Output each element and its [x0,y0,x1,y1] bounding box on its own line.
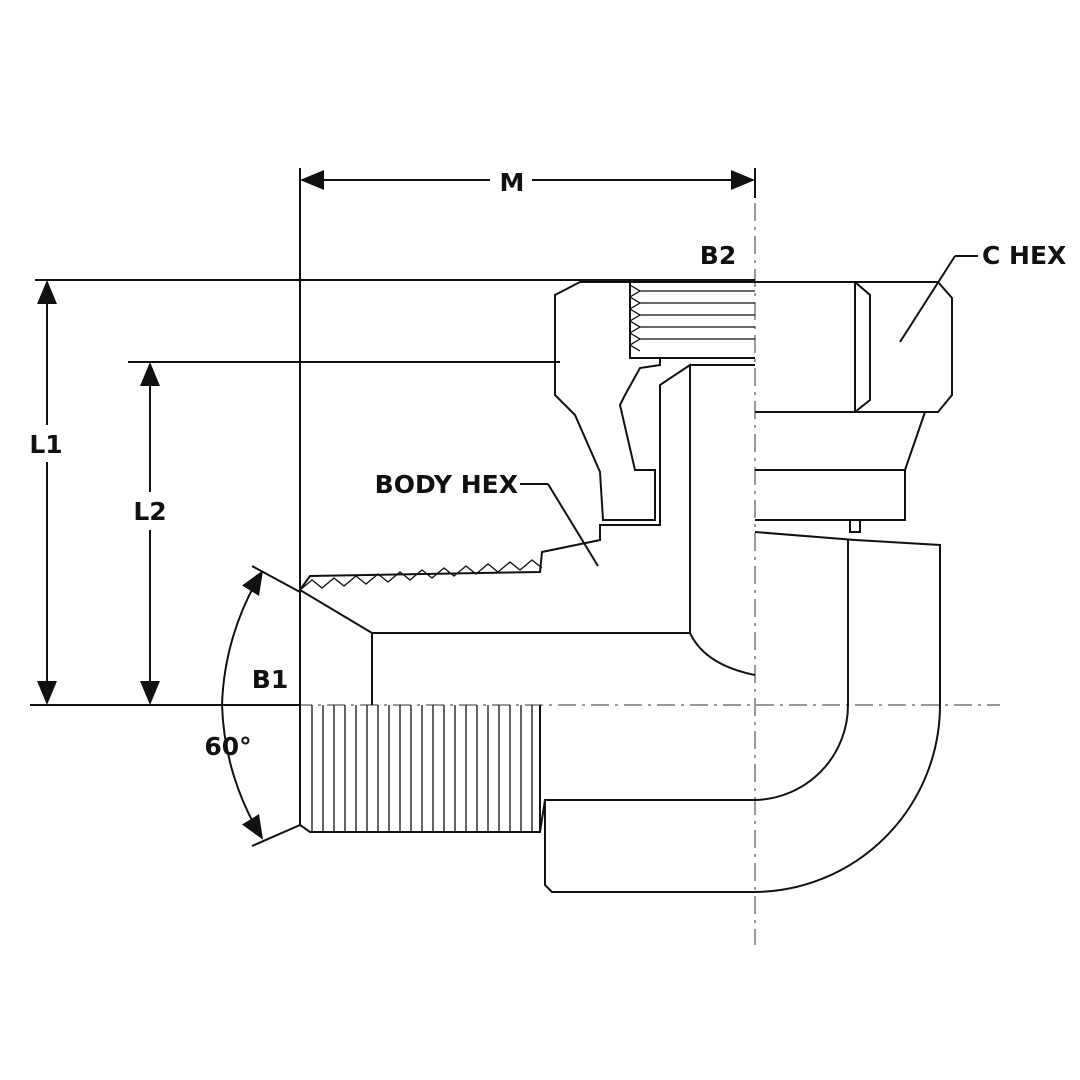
body-exterior [754,531,941,893]
label-l2: L2 [133,497,166,526]
swivel-nut-section [554,281,755,521]
label-b1: B1 [252,665,288,694]
label-b2: B2 [700,241,736,270]
dimension-m [299,168,756,705]
leaders [520,255,978,567]
label-l1: L1 [29,430,62,459]
thread-lines [311,705,533,832]
center-lines [30,170,1000,945]
dimension-l1 [30,279,755,706]
body-section [298,363,756,705]
angle-dimension [221,565,301,847]
label-body-hex: BODY HEX [375,470,518,499]
dimension-l2 [128,361,560,705]
label-angle: 60° [204,732,251,761]
male-thread-exterior [299,705,755,893]
label-c-hex: C HEX [982,241,1066,270]
label-m: M [500,168,525,197]
swivel-nut-exterior [755,281,953,533]
